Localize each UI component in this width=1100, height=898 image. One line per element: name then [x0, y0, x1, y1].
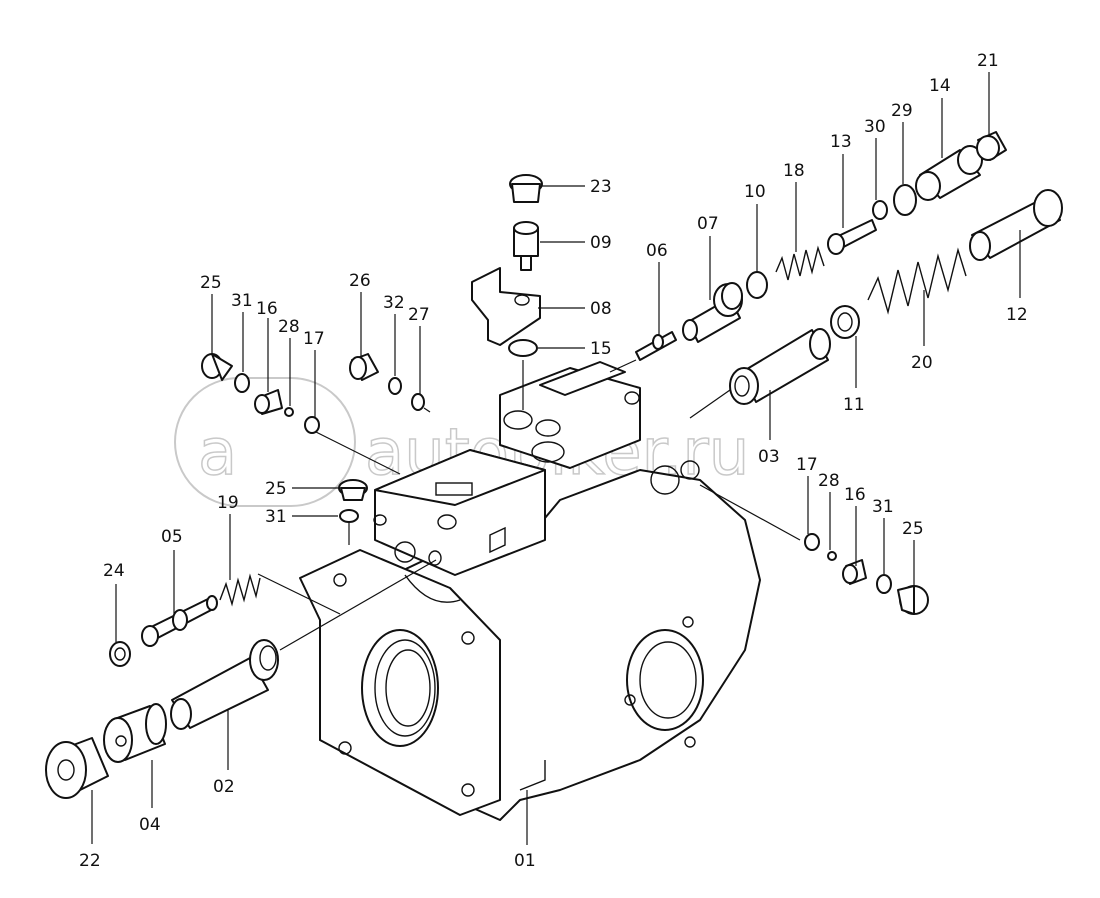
callout-10: 10 [744, 182, 766, 202]
ball-part-28-left [284, 407, 294, 417]
callout-08: 08 [590, 299, 612, 319]
callout-21: 21 [977, 51, 999, 71]
plug-part-17-right [804, 533, 820, 551]
callout-17-right: 17 [796, 455, 818, 475]
spring-part-19 [219, 573, 261, 607]
plug-part-17-left [304, 416, 320, 434]
cap-part-11 [830, 305, 860, 339]
callout-15: 15 [590, 339, 612, 359]
callout-16-right: 16 [844, 485, 866, 505]
callout-02: 02 [213, 777, 235, 797]
plug-part-25-left [201, 353, 233, 381]
pump-housing-part-01 [299, 361, 761, 821]
callout-31-center: 31 [265, 507, 287, 527]
o-ring-part-32 [388, 377, 402, 395]
o-ring-part-31-center [339, 509, 359, 523]
callout-13: 13 [830, 132, 852, 152]
callouts: 01 02 03 04 05 06 07 08 09 10 11 12 13 1… [79, 51, 1028, 871]
watermark-logo [174, 377, 356, 507]
spring-part-18 [775, 245, 825, 281]
o-ring-part-31-left [234, 373, 250, 393]
watermark-logo-glyph: a [198, 416, 237, 490]
o-ring-part-29 [893, 184, 917, 216]
plug-part-25-right [897, 585, 929, 615]
o-ring-part-30 [872, 200, 888, 220]
callout-28-left: 28 [278, 317, 300, 337]
callout-20: 20 [911, 353, 933, 373]
cap-part-23 [509, 174, 543, 203]
pin-part-09 [513, 221, 539, 271]
callout-19: 19 [217, 493, 239, 513]
lever-part-08 [471, 267, 541, 346]
nut-part-14 [915, 145, 983, 201]
callout-22: 22 [79, 851, 101, 871]
callout-14: 14 [929, 76, 951, 96]
callout-01: 01 [514, 851, 536, 871]
callout-16-left: 16 [256, 299, 278, 319]
assembly-lines [257, 359, 801, 651]
callout-23: 23 [590, 177, 612, 197]
washer-part-10 [746, 271, 768, 299]
callout-11: 11 [843, 395, 865, 415]
ball-part-28-right [827, 551, 837, 561]
callout-31-right: 31 [872, 497, 894, 517]
plug-part-25-center [338, 479, 368, 501]
screw-part-13 [827, 219, 877, 255]
sleeve-part-02 [170, 639, 279, 730]
callout-06: 06 [646, 241, 668, 261]
callout-05: 05 [161, 527, 183, 547]
spool-part-05 [141, 595, 218, 647]
callout-26: 26 [349, 271, 371, 291]
callout-25-left: 25 [200, 273, 222, 293]
rod-part-12 [969, 189, 1063, 261]
callout-07: 07 [697, 214, 719, 234]
callout-24: 24 [103, 561, 125, 581]
callout-12: 12 [1006, 305, 1028, 325]
screw-part-16-right [842, 559, 867, 585]
pin-part-06 [635, 331, 677, 361]
callout-17-left: 17 [303, 329, 325, 349]
washer-part-15 [508, 339, 538, 357]
callout-09: 09 [590, 233, 612, 253]
callout-03: 03 [758, 447, 780, 467]
callout-25-right: 25 [902, 519, 924, 539]
callout-18: 18 [783, 161, 805, 181]
plug-part-27 [411, 393, 425, 411]
plug-part-22 [45, 737, 109, 799]
callout-27: 27 [408, 305, 430, 325]
callout-04: 04 [139, 815, 161, 835]
nut-part-21 [976, 131, 1007, 161]
sleeve-part-07 [682, 282, 743, 343]
plug-part-26 [349, 353, 379, 381]
callout-28-right: 28 [818, 471, 840, 491]
plug-part-04 [103, 703, 167, 763]
callout-32: 32 [383, 293, 405, 313]
piston-part-03 [729, 328, 831, 405]
o-ring-part-31-right [876, 574, 892, 594]
callout-30: 30 [864, 117, 886, 137]
spring-part-20 [867, 247, 967, 315]
callout-25-center: 25 [265, 479, 287, 499]
plug-part-24 [109, 641, 131, 667]
callout-29: 29 [891, 101, 913, 121]
screw-part-16-left [254, 389, 283, 415]
callout-31-left: 31 [231, 291, 253, 311]
